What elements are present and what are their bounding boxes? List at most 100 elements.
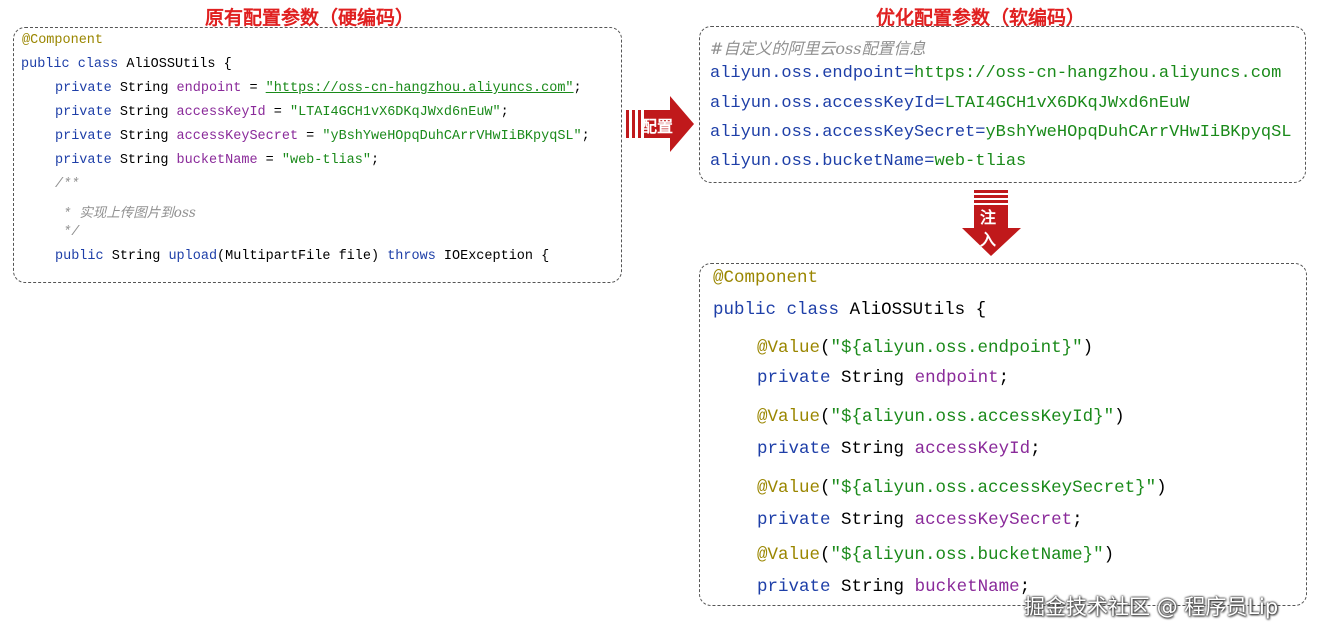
code-line-value-bucket-name: @Value("${aliyun.oss.bucketName}") (757, 545, 1114, 565)
semicolon: ; (500, 105, 509, 120)
inject-arrow-label-top: 注 (980, 208, 997, 227)
semicolon: ; (371, 153, 380, 168)
method-name: upload (168, 249, 218, 264)
keyword: private (757, 510, 831, 530)
property-key: aliyun.oss.bucketName= (710, 152, 935, 171)
keyword: private (757, 439, 831, 459)
type: String (119, 105, 169, 120)
paren: ) (1082, 338, 1094, 358)
code-line-endpoint: private String endpoint = "https://oss-c… (55, 81, 582, 96)
keyword: class (77, 57, 119, 72)
semicolon: ; (1072, 510, 1083, 530)
injected-code-box: @Component public class AliOSSUtils { @V… (699, 263, 1307, 606)
properties-comment: #自定义的阿里云oss配置信息 (710, 39, 926, 58)
string-literal: "LTAI4GCH1vX6DKqJWxd6nEuW" (289, 105, 501, 120)
code-line-annotation: @Component (22, 33, 104, 48)
paren: ) (1114, 407, 1125, 427)
semicolon: ; (581, 129, 590, 144)
code-line-field-bucket-name: private String bucketName; (757, 577, 1030, 597)
keyword: throws (387, 249, 436, 264)
properties-line-access-key-id: aliyun.oss.accessKeyId=LTAI4GCH1vX6DKqJW… (710, 94, 1189, 113)
brace: { (965, 300, 987, 320)
type: String (111, 249, 161, 264)
keyword: public (713, 300, 777, 320)
string-literal: "${aliyun.oss.accessKeySecret}" (830, 478, 1157, 498)
keyword: private (55, 129, 112, 144)
keyword: private (55, 81, 112, 96)
paren: ( (820, 478, 831, 498)
keyword: private (757, 577, 831, 597)
operator: = (265, 105, 290, 120)
string-literal: "yBshYweHOpqDuhCArrVHwIiBKpyqSL" (322, 129, 582, 144)
code-line-value-endpoint: @Value("${aliyun.oss.endpoint}") (757, 338, 1093, 358)
semicolon: ; (573, 81, 582, 96)
field-name: accessKeySecret (914, 510, 1073, 530)
operator: = (241, 81, 266, 96)
properties-line-access-key-secret: aliyun.oss.accessKeySecret=yBshYweHOpqDu… (710, 123, 1292, 142)
code-line-class-declaration: public class AliOSSUtils { (21, 57, 232, 72)
keyword: private (757, 368, 831, 388)
semicolon: ; (1019, 577, 1031, 597)
method-params: (MultipartFile file) (217, 249, 388, 264)
code-line-value-access-key-secret: @Value("${aliyun.oss.accessKeySecret}") (757, 478, 1167, 498)
hardcoded-section-title: 原有配置参数（硬编码） (205, 7, 415, 29)
inject-arrow-icon (962, 190, 1021, 256)
field-name: bucketName (914, 577, 1020, 597)
code-line-field-access-key-id: private String accessKeyId; (757, 439, 1041, 459)
string-literal: "https://oss-cn-hangzhou.aliyuncs.com" (265, 81, 574, 96)
value-annotation: @Value (757, 545, 821, 565)
semicolon: ; (998, 368, 1010, 388)
type: String (841, 510, 905, 530)
code-line-field-endpoint: private String endpoint; (757, 368, 1009, 388)
keyword: private (55, 153, 112, 168)
properties-config-box: #自定义的阿里云oss配置信息 aliyun.oss.endpoint=http… (699, 26, 1306, 183)
watermark-text: 掘金技术社区 @ 程序员Lip (1024, 595, 1279, 619)
code-line-comment-close: */ (55, 225, 80, 240)
configure-arrow-label: 配置 (641, 117, 674, 136)
keyword: class (786, 300, 840, 320)
keyword: public (21, 57, 70, 72)
string-literal: "${aliyun.oss.accessKeyId}" (830, 407, 1115, 427)
brace: { (215, 57, 232, 72)
type: String (119, 129, 169, 144)
string-literal: "${aliyun.oss.bucketName}" (830, 545, 1104, 565)
code-line-comment-open: /** (55, 177, 80, 192)
properties-line-bucket-name: aliyun.oss.bucketName=web-tlias (710, 152, 1026, 171)
property-value: web-tlias (934, 152, 1027, 171)
type: String (841, 577, 905, 597)
configure-arrow-icon (626, 96, 694, 152)
code-line-field-access-key-secret: private String accessKeySecret; (757, 510, 1083, 530)
code-line-class-declaration: public class AliOSSUtils { (713, 300, 986, 320)
code-line-bucket-name: private String bucketName = "web-tlias"; (55, 153, 379, 168)
properties-line-endpoint: aliyun.oss.endpoint=https://oss-cn-hangz… (710, 64, 1281, 83)
code-line-annotation: @Component (713, 268, 819, 288)
value-annotation: @Value (757, 338, 821, 358)
field-name: bucketName (176, 153, 258, 168)
method-exception: IOException { (435, 249, 550, 264)
keyword: public (55, 249, 104, 264)
paren: ( (820, 545, 831, 565)
paren: ) (1103, 545, 1115, 565)
field-name: accessKeyId (914, 439, 1031, 459)
property-value: https://oss-cn-hangzhou.aliyuncs.com (914, 64, 1282, 83)
code-line-access-key-secret: private String accessKeySecret = "yBshYw… (55, 129, 590, 144)
paren: ) (1156, 478, 1167, 498)
code-line-comment-body: * 实现上传图片到oss (55, 201, 196, 222)
comment-text: 实现上传图片到oss (79, 205, 196, 221)
code-line-access-key-id: private String accessKeyId = "LTAI4GCH1v… (55, 105, 509, 120)
type: String (119, 81, 169, 96)
keyword: private (55, 105, 112, 120)
inject-arrow-label-bottom: 入 (980, 230, 997, 249)
type: String (119, 153, 169, 168)
class-name: AliOSSUtils (849, 300, 966, 320)
type: String (841, 368, 905, 388)
property-key: aliyun.oss.accessKeySecret= (710, 123, 986, 142)
field-name: accessKeySecret (176, 129, 299, 144)
field-name: accessKeyId (176, 105, 266, 120)
string-literal: "web-tlias" (281, 153, 371, 168)
type: String (841, 439, 905, 459)
class-name: AliOSSUtils (126, 57, 216, 72)
semicolon: ; (1030, 439, 1041, 459)
property-value: LTAI4GCH1vX6DKqJWxd6nEuW (944, 94, 1190, 113)
field-name: endpoint (176, 81, 242, 96)
